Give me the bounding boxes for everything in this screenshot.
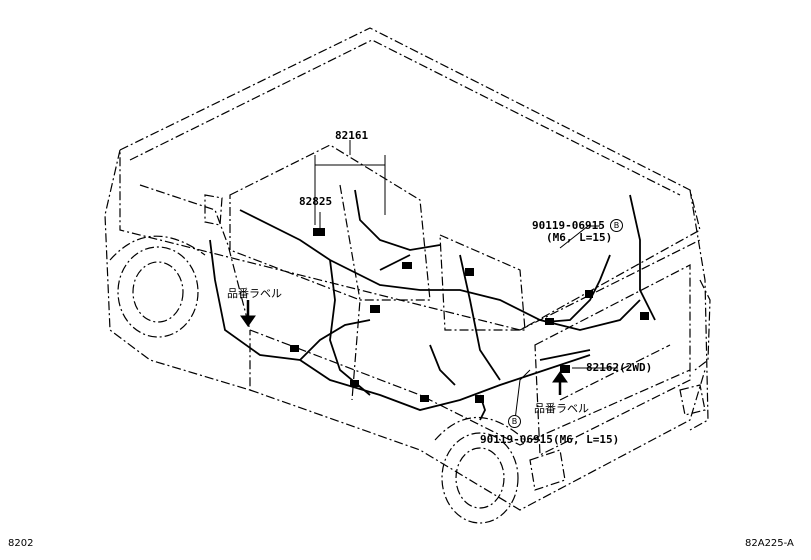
footer-left-code: 8202 (8, 538, 34, 549)
bolt-label-lower: 90119-06915 (480, 433, 553, 446)
connectors (290, 228, 649, 403)
vehicle-body-outline (104, 27, 711, 524)
bolt-label-upper: 90119-06915 (532, 219, 605, 232)
part-number-82161: 82161 (335, 129, 369, 142)
part-number-82162: 82162(2WD) (586, 361, 653, 374)
part-number-82825: 82825 (299, 195, 333, 208)
label-arrows (240, 300, 568, 395)
ref-circle-upper: B (610, 219, 623, 232)
ref-circle-lower: B (508, 415, 521, 428)
bolt-spec-upper: (M6, L=15) (546, 231, 613, 244)
part-label-note-right: 品番ラベル (534, 402, 589, 415)
wire-harness (209, 189, 656, 421)
bolt-spec-lower: (M6, L=15) (553, 433, 620, 446)
footer-right-code: 82A225-A (745, 538, 794, 549)
leader-lines (314, 140, 618, 421)
part-label-note-left: 品番ラベル (227, 287, 282, 300)
